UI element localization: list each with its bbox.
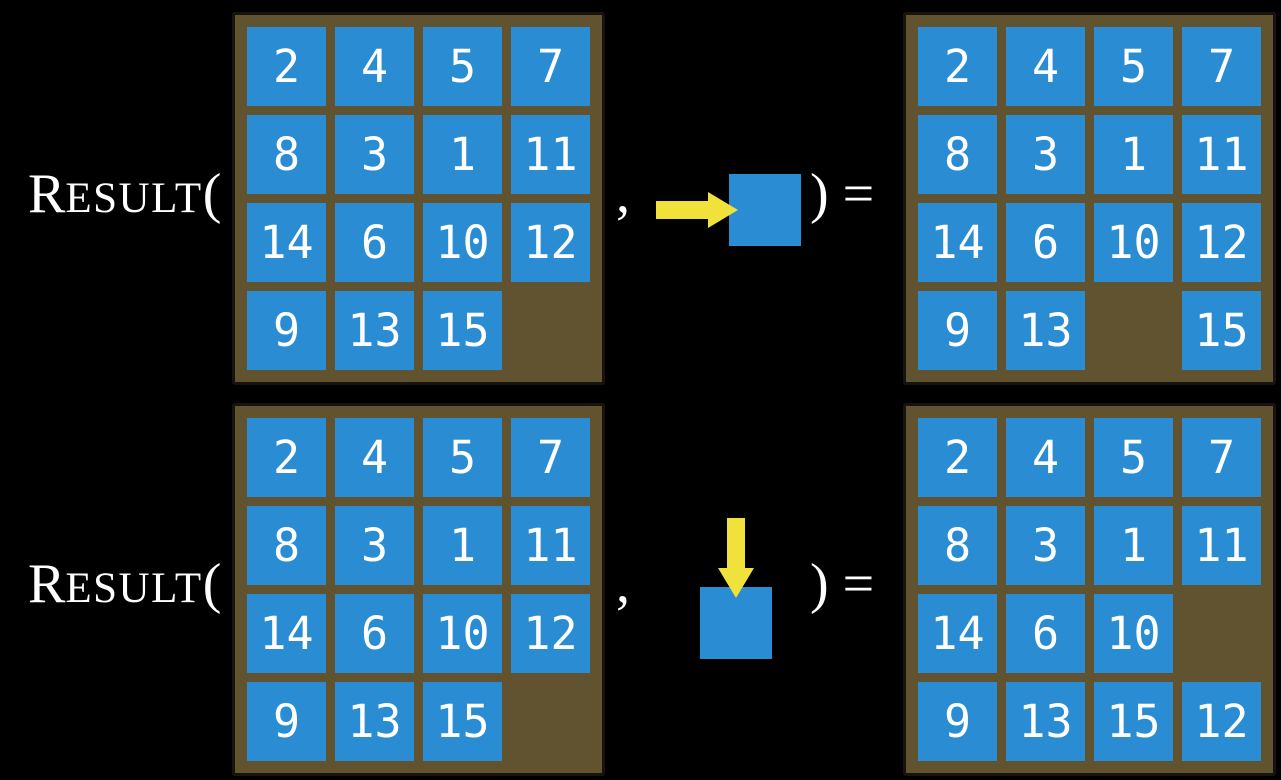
puzzle-tile: 7 [511, 27, 590, 106]
puzzle-tile: 2 [918, 27, 997, 106]
puzzle-tile: 3 [1006, 506, 1085, 585]
puzzle-tile: 13 [1006, 682, 1085, 761]
puzzle-tile: 1 [1094, 506, 1173, 585]
puzzle-tile: 4 [335, 418, 414, 497]
puzzle-tile: 6 [1006, 594, 1085, 673]
puzzle-tile: 9 [247, 682, 326, 761]
puzzle-tile: 8 [918, 506, 997, 585]
puzzle-tile: 12 [1182, 203, 1261, 282]
puzzle-tile: 7 [511, 418, 590, 497]
arrow-right-icon [656, 192, 738, 228]
comma-separator: , [616, 163, 630, 225]
puzzle-tile: 9 [918, 682, 997, 761]
puzzle-tile: 2 [247, 27, 326, 106]
result-function-label: RESULT( [28, 556, 221, 612]
comma-separator: , [616, 553, 630, 615]
puzzle-tile: 1 [423, 506, 502, 585]
puzzle-tile: 12 [511, 203, 590, 282]
puzzle-tile: 10 [1094, 203, 1173, 282]
puzzle-tile: 4 [1006, 27, 1085, 106]
puzzle-tile: 14 [247, 203, 326, 282]
puzzle-tile: 1 [1094, 115, 1173, 194]
puzzle-tile: 15 [1094, 682, 1173, 761]
puzzle-tile: 5 [423, 418, 502, 497]
puzzle-tile: 3 [335, 506, 414, 585]
puzzle-tile: 11 [511, 506, 590, 585]
puzzle-tile: 15 [1182, 291, 1261, 370]
puzzle-tile: 8 [247, 115, 326, 194]
result-label-initial: R [28, 163, 66, 225]
puzzle-tile: 12 [1182, 682, 1261, 761]
puzzle-tile: 5 [1094, 27, 1173, 106]
close-paren-equals: ) = [810, 553, 875, 615]
puzzle-tile: 3 [335, 115, 414, 194]
action-move-blank-down [700, 518, 772, 659]
puzzle-tile: 3 [1006, 115, 1085, 194]
result-label-smallcaps: ESULT [65, 565, 203, 612]
puzzle-tile: 8 [247, 506, 326, 585]
puzzle-tile: 15 [423, 291, 502, 370]
puzzle-tile: 8 [918, 115, 997, 194]
puzzle-tile: 9 [247, 291, 326, 370]
puzzle-tile: 13 [335, 291, 414, 370]
puzzle-tile: 14 [918, 203, 997, 282]
blank-space [511, 291, 590, 370]
puzzle-tile: 1 [423, 115, 502, 194]
puzzle-tile: 5 [423, 27, 502, 106]
result-function-label: RESULT( [28, 166, 221, 222]
puzzle-tile: 11 [1182, 506, 1261, 585]
blank-tile-square [700, 587, 772, 659]
puzzle-tile: 6 [335, 594, 414, 673]
blank-space [511, 682, 590, 761]
open-paren: ( [202, 553, 222, 615]
puzzle-tile: 2 [918, 418, 997, 497]
puzzle-tile: 13 [1006, 291, 1085, 370]
puzzle-tile: 4 [1006, 418, 1085, 497]
puzzle-tile: 11 [1182, 115, 1261, 194]
blank-tile-square [729, 174, 801, 246]
puzzle-tile: 2 [247, 418, 326, 497]
puzzle-tile: 9 [918, 291, 997, 370]
puzzle-tile: 10 [423, 594, 502, 673]
arrow-down-icon [718, 518, 754, 598]
puzzle-tile: 7 [1182, 418, 1261, 497]
puzzle-tile: 13 [335, 682, 414, 761]
puzzle-tile: 12 [511, 594, 590, 673]
puzzle-tile: 14 [918, 594, 997, 673]
result-label-smallcaps: ESULT [65, 175, 203, 222]
puzzle-tile: 5 [1094, 418, 1173, 497]
action-move-blank-right [656, 174, 802, 250]
blank-space [1094, 291, 1173, 370]
puzzle-tile: 10 [1094, 594, 1173, 673]
open-paren: ( [202, 163, 222, 225]
puzzle-tile: 6 [335, 203, 414, 282]
puzzle-tile: 14 [247, 594, 326, 673]
blank-space [1182, 594, 1261, 673]
puzzle-tile: 15 [423, 682, 502, 761]
puzzle-tile: 7 [1182, 27, 1261, 106]
puzzle-tile: 11 [511, 115, 590, 194]
puzzle-tile: 10 [423, 203, 502, 282]
puzzle-tile: 4 [335, 27, 414, 106]
close-paren-equals: ) = [810, 163, 875, 225]
puzzle-tile: 6 [1006, 203, 1085, 282]
result-label-initial: R [28, 553, 66, 615]
